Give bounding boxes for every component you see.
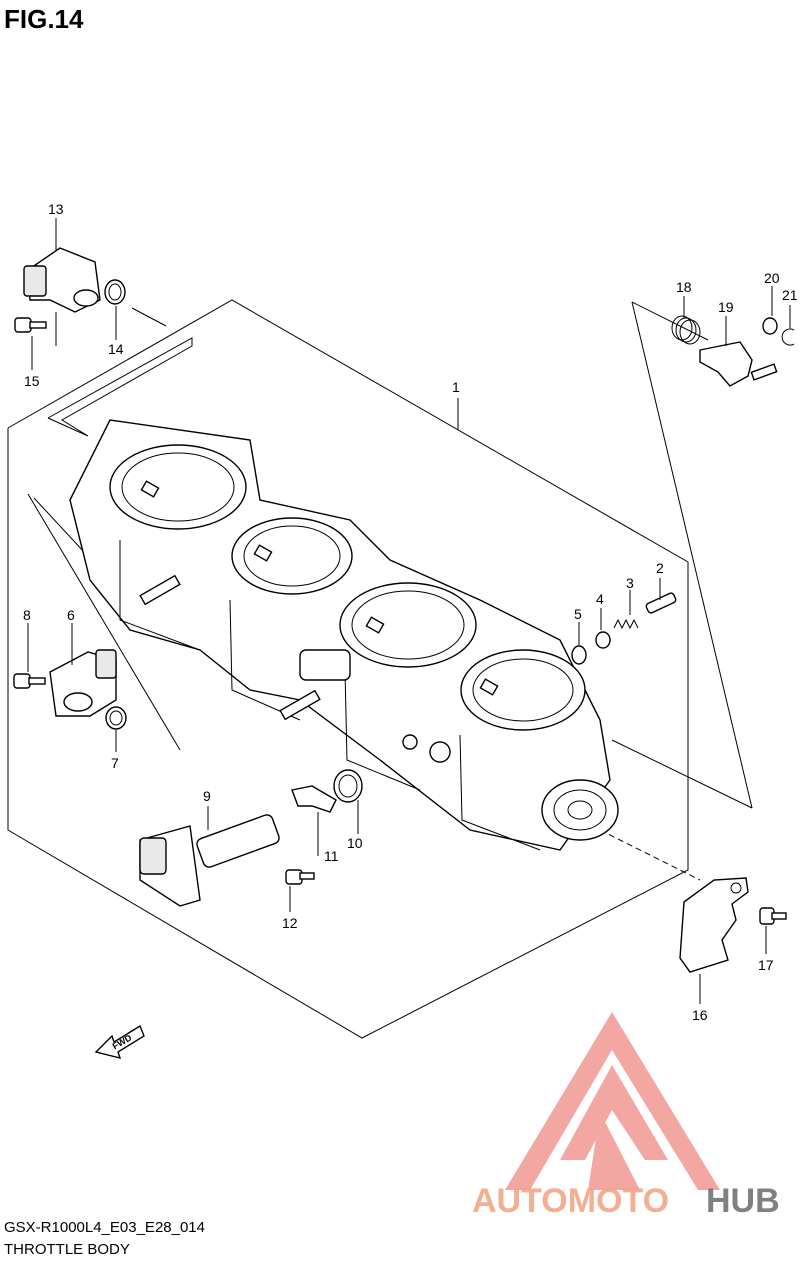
callout-16: 16	[692, 1007, 708, 1023]
part-11-bracket	[291, 785, 337, 813]
callout-2: 2	[656, 560, 664, 576]
fwd-direction-arrow: FWD	[94, 1024, 145, 1059]
part-12-bolt	[285, 869, 315, 885]
callout-15: 15	[24, 373, 40, 389]
watermark-text-automoto: AUTOMOTO	[472, 1182, 669, 1220]
callout-4: 4	[596, 591, 604, 607]
callout-12: 12	[282, 915, 298, 931]
callout-3: 3	[626, 575, 634, 591]
watermark-text-hub: HUB	[706, 1182, 780, 1220]
callout-14: 14	[108, 341, 124, 357]
callout-8: 8	[23, 607, 31, 623]
part-10-o-ring	[333, 769, 363, 803]
callout-21: 21	[782, 287, 798, 303]
watermark-text: AUTOMOTO HUB	[472, 1182, 780, 1220]
callout-7: 7	[111, 755, 119, 771]
section-name-caption: THROTTLE BODY	[4, 1241, 130, 1258]
part-19-lever	[699, 341, 778, 387]
part-3-spring	[613, 618, 639, 630]
callout-17: 17	[758, 957, 774, 973]
callout-10: 10	[347, 835, 363, 851]
part-16-bracket	[679, 877, 749, 973]
callout-13: 13	[48, 201, 64, 217]
leader-lines	[27, 218, 791, 1004]
figure-title: FIG.14	[4, 4, 84, 34]
throttle-body	[69, 419, 619, 851]
callout-19: 19	[718, 299, 734, 315]
part-18-spring	[671, 315, 701, 345]
callout-11: 11	[324, 848, 339, 864]
part-21-clip	[781, 328, 795, 346]
part-20-washer	[762, 317, 778, 335]
part-6-sensor	[49, 649, 117, 717]
part-5-o-ring	[571, 645, 587, 665]
part-14-o-ring	[104, 279, 126, 305]
callout-1: 1	[452, 379, 460, 395]
watermark-logo	[505, 1012, 720, 1190]
model-code-caption: GSX-R1000L4_E03_E28_014	[4, 1219, 205, 1236]
callout-20: 20	[764, 270, 780, 286]
callout-6: 6	[67, 607, 75, 623]
part-17-bolt	[759, 907, 787, 925]
callout-5: 5	[574, 606, 582, 622]
part-15-bolt	[14, 317, 47, 333]
part-2-screw	[645, 592, 677, 614]
part-8-bolt	[13, 673, 46, 689]
part-13-sensor	[23, 247, 101, 313]
part-7-o-ring	[105, 706, 127, 730]
part-4-washer	[595, 631, 611, 649]
callout-labels: 1 2 3 4 5 6 7 8 9 10 11 12 13 14 15 16 1…	[23, 201, 798, 1023]
callout-9: 9	[203, 788, 211, 804]
part-9-sensor	[139, 814, 280, 907]
callout-18: 18	[676, 279, 692, 295]
